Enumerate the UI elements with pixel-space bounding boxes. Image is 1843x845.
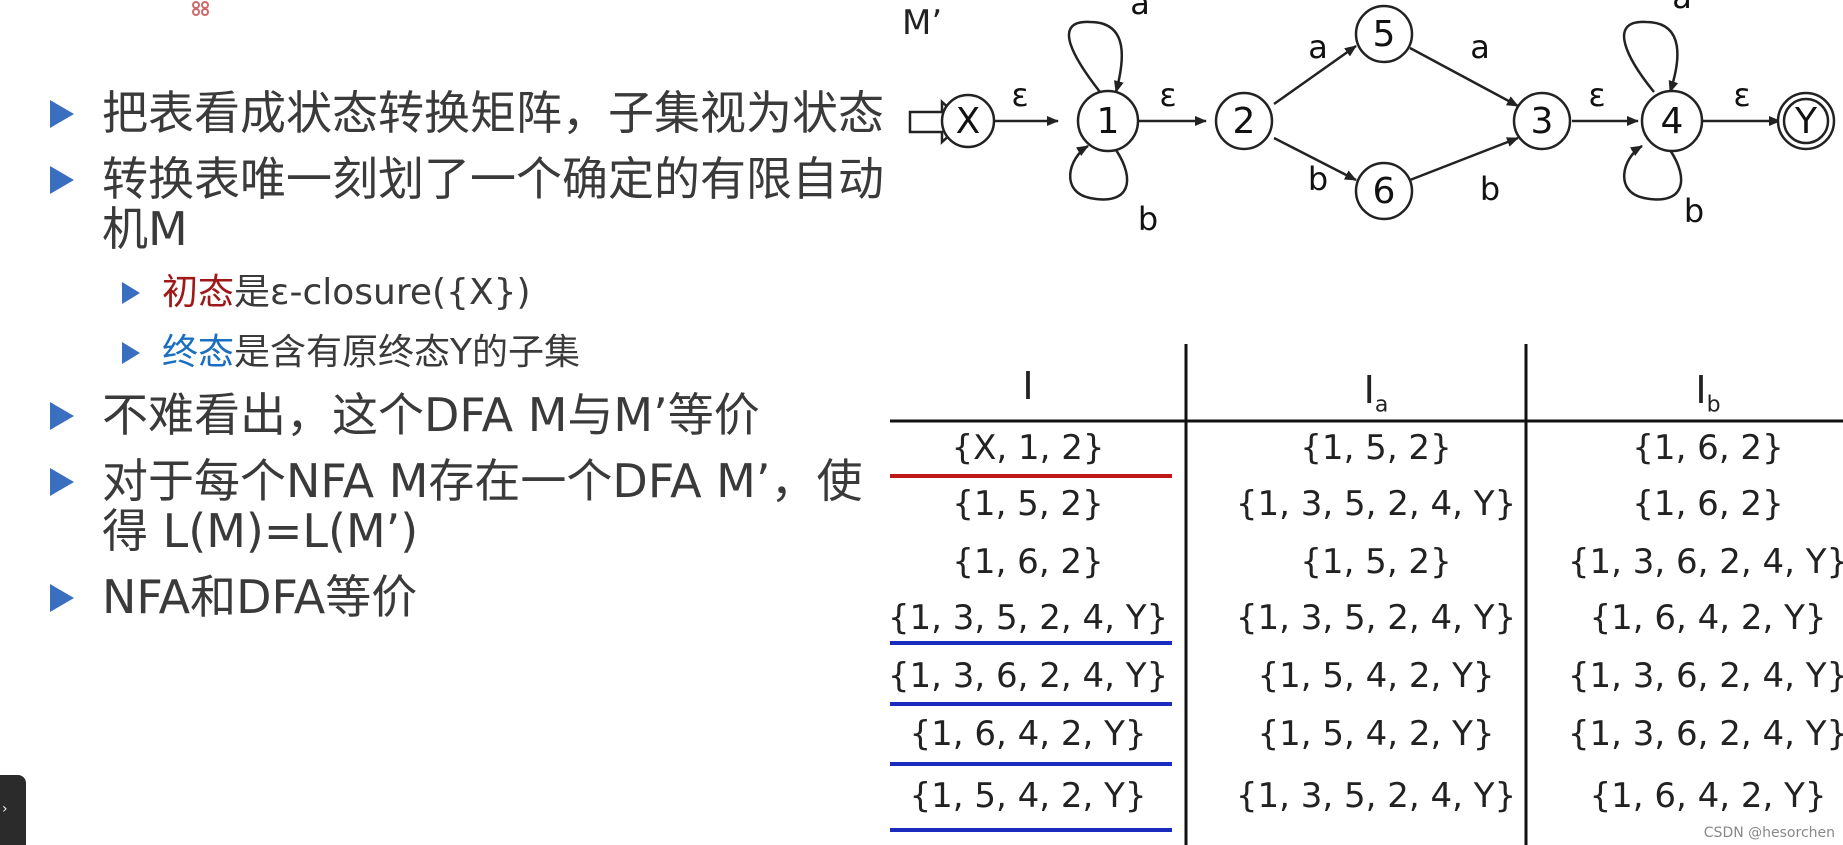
label-2-5: a [1308,28,1328,66]
bullet-list: 把表看成状态转换矩阵，子集视为状态 转换表唯一刻划了一个确定的有限自动机M 初态… [44,88,884,638]
table-cell: {1, 3, 5, 2, 4, Y} [1235,598,1517,638]
sub-bullet-item: 终态是含有原终态Y的子集 [44,330,884,376]
table-cell: {1, 5, 2} [952,484,1104,524]
table-cell: {1, 6, 4, 2, Y} [909,714,1147,754]
label-6-3: b [1480,170,1500,208]
label-5-3: a [1470,28,1490,66]
sub-bullet-text: 是含有原终态Y的子集 [234,332,581,373]
table-cell: {1, 3, 5, 2, 4, Y} [1235,484,1517,524]
table-cell: {1, 5, 4, 2, Y} [909,776,1147,816]
bullet-item: NFA和DFA等价 [44,572,884,622]
state-y: Y [1794,101,1818,142]
bullet-item: 把表看成状态转换矩阵，子集视为状态 [44,88,884,138]
label-3-4: ε [1588,76,1605,114]
triangle-bullet-icon [50,166,74,194]
chevron-right-icon: › [2,801,8,817]
state-4: 4 [1661,101,1684,142]
table-cell: {1, 3, 5, 2, 4, Y} [1235,776,1517,816]
label-x-1: ε [1011,76,1028,114]
table-cell: {1, 5, 2} [1300,428,1452,468]
nfa-diagram: M’ X 1 2 5 6 3 4 Y [902,0,1836,238]
table-cell: {1, 6, 2} [952,542,1104,582]
bullet-text: 不难看出，这个DFA M与M’等价 [102,388,760,442]
triangle-bullet-icon [122,282,140,304]
triangle-bullet-icon [50,584,74,612]
table-cell: {1, 3, 6, 2, 4, Y} [1567,714,1843,754]
label-1-2: ε [1159,76,1176,114]
state-6: 6 [1373,171,1396,212]
bullet-item: 对于每个NFA M存在一个DFA M’，使得 L(M)=L(M’) [44,456,884,556]
table-cell: {1, 6, 2} [1632,428,1784,468]
bullet-text: 对于每个NFA M存在一个DFA M’，使得 L(M)=L(M’) [102,454,863,558]
triangle-bullet-icon [50,100,74,128]
table-cell: {1, 3, 6, 2, 4, Y} [887,656,1169,696]
table-cell: {1, 5, 2} [1300,542,1452,582]
bullet-item: 不难看出，这个DFA M与M’等价 [44,390,884,440]
triangle-bullet-icon [50,402,74,430]
header-ia: Ia [1363,368,1389,418]
state-1: 1 [1097,101,1120,142]
table-cell: {1, 5, 4, 2, Y} [1257,714,1495,754]
table-cell: {X, 1, 2} [951,428,1105,468]
table-cell: {1, 6, 4, 2, Y} [1589,598,1827,638]
label-2-6: b [1308,160,1328,198]
final-state-label: 终态 [162,332,235,373]
label-loop1-a: a [1130,0,1150,22]
table-cell: {1, 3, 6, 2, 4, Y} [1567,542,1843,582]
diagram-title: M’ [902,3,942,43]
header-i: I [1022,364,1034,408]
watermark: CSDN @hesorchen [1703,825,1835,841]
bullet-text: 转换表唯一刻划了一个确定的有限自动机M [102,152,884,256]
transition-table: I Ia Ib {X, 1, 2} {1, 5, 2} {1, 6, 2} {1… [887,344,1843,845]
triangle-bullet-icon [50,468,74,496]
table-cell: {1, 6, 4, 2, Y} [1589,776,1827,816]
table-cell: {1, 3, 6, 2, 4, Y} [1567,656,1843,696]
bullet-text: NFA和DFA等价 [102,570,418,624]
bullet-text: 把表看成状态转换矩阵，子集视为状态 [102,86,884,140]
state-3: 3 [1531,101,1554,142]
label-4-y: ε [1733,76,1750,114]
table-cell: {1, 5, 4, 2, Y} [1257,656,1495,696]
label-loop1-b: b [1138,200,1158,238]
sub-bullet-text: 是ε-closure({X}) [234,272,531,313]
table-cell: {1, 3, 5, 2, 4, Y} [887,598,1169,638]
table-cell: {1, 6, 2} [1632,484,1784,524]
header-ib: Ib [1695,368,1721,418]
state-2: 2 [1233,101,1256,142]
triangle-bullet-icon [122,342,140,364]
table-lines [890,344,1843,845]
bullet-item: 转换表唯一刻划了一个确定的有限自动机M [44,154,884,254]
state-5: 5 [1373,14,1396,55]
initial-state-label: 初态 [162,272,235,313]
sub-bullet-item: 初态是ε-closure({X}) [44,270,884,316]
cropped-mark [192,1,209,16]
slide-nav-tab[interactable]: › [0,775,26,845]
state-x: X [956,101,981,142]
label-loop4-b: b [1684,192,1704,230]
label-loop4-a: a [1672,0,1692,16]
